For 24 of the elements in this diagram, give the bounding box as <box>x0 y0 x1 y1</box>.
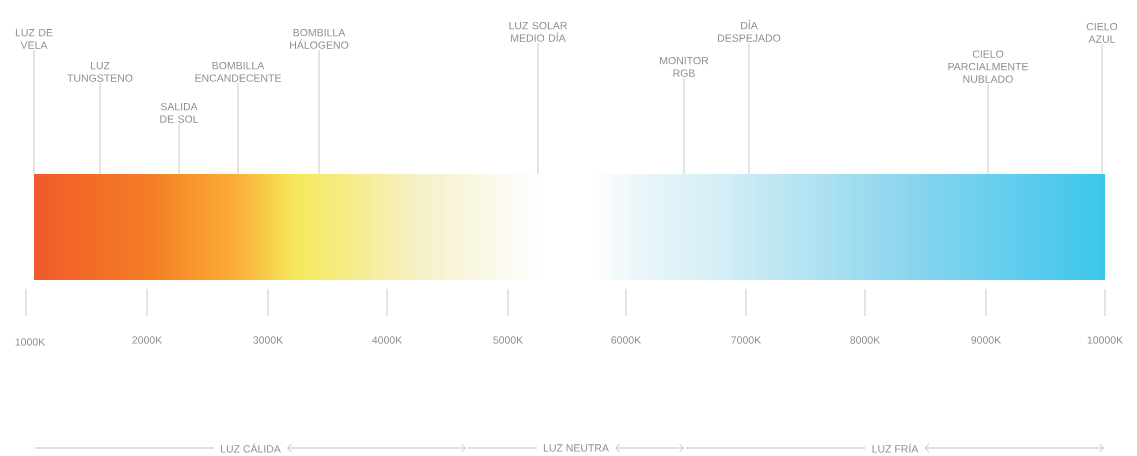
tick-label: 5000K <box>493 336 524 344</box>
range-label: LUZ FRÍA <box>872 443 919 453</box>
range-label: LUZ NEUTRA <box>543 444 609 452</box>
tick-label: 8000K <box>850 336 881 344</box>
tick-label: 7000K <box>731 336 762 344</box>
leader-label: LUZ DE VELA <box>15 29 53 49</box>
leader-label: BOMBILLA HÁLOGENO <box>290 28 349 49</box>
tick-label: 4000K <box>372 336 403 344</box>
leader-label: LUZ SOLAR MEDIO DÍA <box>509 21 567 42</box>
tick-label: 2000K <box>132 336 163 344</box>
leader-label: BOMBILLA ENCANDECENTE <box>195 61 281 82</box>
tick-label: 6000K <box>611 336 642 344</box>
leader-label: CIELO AZUL <box>1086 22 1118 43</box>
tick-label: 3000K <box>253 336 284 344</box>
tick-label: 10000K <box>1087 336 1123 344</box>
tick-label: 1000K <box>15 338 46 346</box>
range-label: LUZ CÁLIDA <box>221 443 281 453</box>
leader-label: SALIDA DE SOL <box>160 102 199 123</box>
leader-label: MONITOR RGB <box>660 56 709 77</box>
tick-label: 9000K <box>971 336 1002 344</box>
leader-label: CIELO PARCIALMENTE NUBLADO <box>948 50 1028 83</box>
gradient-bar <box>34 174 1105 280</box>
leader-label: LUZ TUNGSTENO <box>67 62 133 82</box>
leader-label: DÍA DESPEJADO <box>718 20 781 42</box>
